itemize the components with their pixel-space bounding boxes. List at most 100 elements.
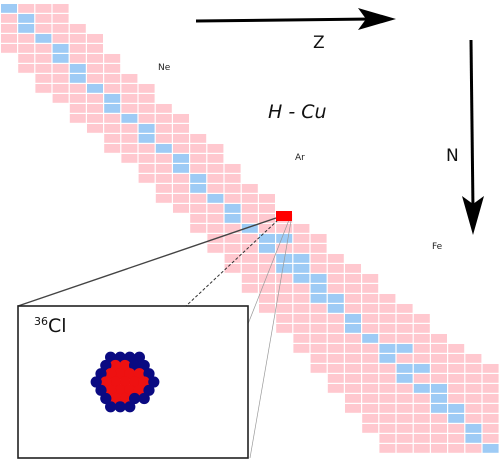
stable-nuclide-cell xyxy=(52,44,69,53)
nuclide-cell xyxy=(310,244,327,253)
nuclide-cell xyxy=(173,204,189,213)
nuclide-cell xyxy=(379,304,396,313)
nuclide-cell xyxy=(379,394,396,403)
nuclide-cell xyxy=(259,204,275,213)
nuclide-cell xyxy=(241,244,258,253)
nuclide-cell xyxy=(310,364,327,373)
proton xyxy=(119,376,131,388)
nuclide-cell xyxy=(396,354,413,363)
nuclide-cell xyxy=(52,74,69,83)
stable-nuclide-cell xyxy=(482,444,499,453)
proton xyxy=(119,359,131,372)
stable-nuclide-cell xyxy=(52,54,69,63)
nuclide-cell xyxy=(87,74,103,83)
nuclide-cell xyxy=(35,44,52,53)
neutron xyxy=(105,351,117,363)
nuclide-cell xyxy=(241,214,258,223)
connector-line-dashed xyxy=(185,219,279,307)
nuclide-cell xyxy=(465,414,482,423)
nuclide-cell xyxy=(413,324,430,333)
nuclide-cell xyxy=(1,24,17,33)
nuclide-cell xyxy=(276,314,293,323)
nuclide-cell xyxy=(482,364,499,373)
stable-nuclide-cell xyxy=(69,64,86,73)
nuclide-cell xyxy=(104,84,121,93)
nuclide-cell xyxy=(362,274,379,283)
nuclide-cell xyxy=(155,124,172,133)
n-axis-label: N xyxy=(446,146,459,166)
stable-nuclide-cell xyxy=(345,314,361,323)
nuclide-cell xyxy=(293,284,310,293)
stable-nuclide-cell xyxy=(362,334,379,343)
nuclide-cell xyxy=(293,334,310,343)
nuclide-cell xyxy=(465,394,482,403)
nuclide-cell xyxy=(121,94,138,103)
nuclide-cell xyxy=(18,4,35,13)
nuclide-cell xyxy=(396,444,413,453)
element-label-fe: Fe xyxy=(432,242,443,252)
nuclide-cell xyxy=(448,364,465,373)
nuclide-cell xyxy=(345,344,361,353)
nuclide-cell xyxy=(431,374,447,383)
nuclide-cell xyxy=(396,324,413,333)
nuclide-cell xyxy=(69,114,86,123)
nuclide-cell xyxy=(327,254,344,263)
nuclide-cell xyxy=(310,234,327,243)
nuclide-cell xyxy=(1,34,17,43)
nuclide-cell xyxy=(259,264,275,273)
nuclide-cell xyxy=(379,314,396,323)
stable-nuclide-cell xyxy=(310,284,327,293)
nuclide-cell xyxy=(362,314,379,323)
nuclide-cell xyxy=(431,334,447,343)
nuclide-cell xyxy=(259,214,275,223)
nuclide-cell xyxy=(155,104,172,113)
neutron xyxy=(105,401,117,413)
element-label-ar: Ar xyxy=(295,153,305,163)
nuclide-cell xyxy=(155,184,172,193)
nuclide-cell xyxy=(413,314,430,323)
nuclide-cell xyxy=(327,284,344,293)
inset-nuclide-label: 36Cl xyxy=(34,315,67,337)
nuclide-cell xyxy=(379,334,396,343)
nuclide-cells xyxy=(1,4,499,453)
nuclide-cell xyxy=(259,194,275,203)
nuclide-cell xyxy=(448,344,465,353)
stable-nuclide-cell xyxy=(87,84,103,93)
neutron xyxy=(90,376,102,388)
proton xyxy=(109,376,121,388)
nuclide-cell xyxy=(207,144,224,153)
stable-nuclide-cell xyxy=(121,114,138,123)
nuclide-cell xyxy=(465,444,482,453)
nuclide-cell xyxy=(224,194,241,203)
nuclide-cell xyxy=(190,194,207,203)
stable-nuclide-cell xyxy=(310,274,327,283)
nuclide-cell xyxy=(52,64,69,73)
nuclide-cell xyxy=(87,124,103,133)
nuclide-cell xyxy=(104,64,121,73)
nuclide-cell xyxy=(52,14,69,23)
nuclide-cell xyxy=(69,44,86,53)
nuclide-cell xyxy=(52,34,69,43)
nuclide-cell xyxy=(396,414,413,423)
neutron xyxy=(114,351,126,363)
nuclide-cell xyxy=(413,444,430,453)
nuclide-cell xyxy=(138,154,155,163)
nuclide-cell xyxy=(241,194,258,203)
nuclide-cell xyxy=(259,274,275,283)
neutron xyxy=(100,392,112,405)
nuclide-cell xyxy=(104,114,121,123)
nuclide-cell xyxy=(138,94,155,103)
nuclide-cell xyxy=(482,384,499,393)
stable-nuclide-cell xyxy=(104,94,121,103)
nuclide-cell xyxy=(362,414,379,423)
nuclide-cell xyxy=(52,24,69,33)
proton xyxy=(114,368,126,380)
nuclide-cell xyxy=(293,294,310,303)
nuclide-cell xyxy=(327,314,344,323)
nuclide-cell xyxy=(413,374,430,383)
stable-nuclide-cell xyxy=(259,244,275,253)
nuclide-cell xyxy=(379,384,396,393)
nuclide-cell xyxy=(327,324,344,333)
nuclide-cell xyxy=(345,384,361,393)
nuclide-cell xyxy=(207,174,224,183)
